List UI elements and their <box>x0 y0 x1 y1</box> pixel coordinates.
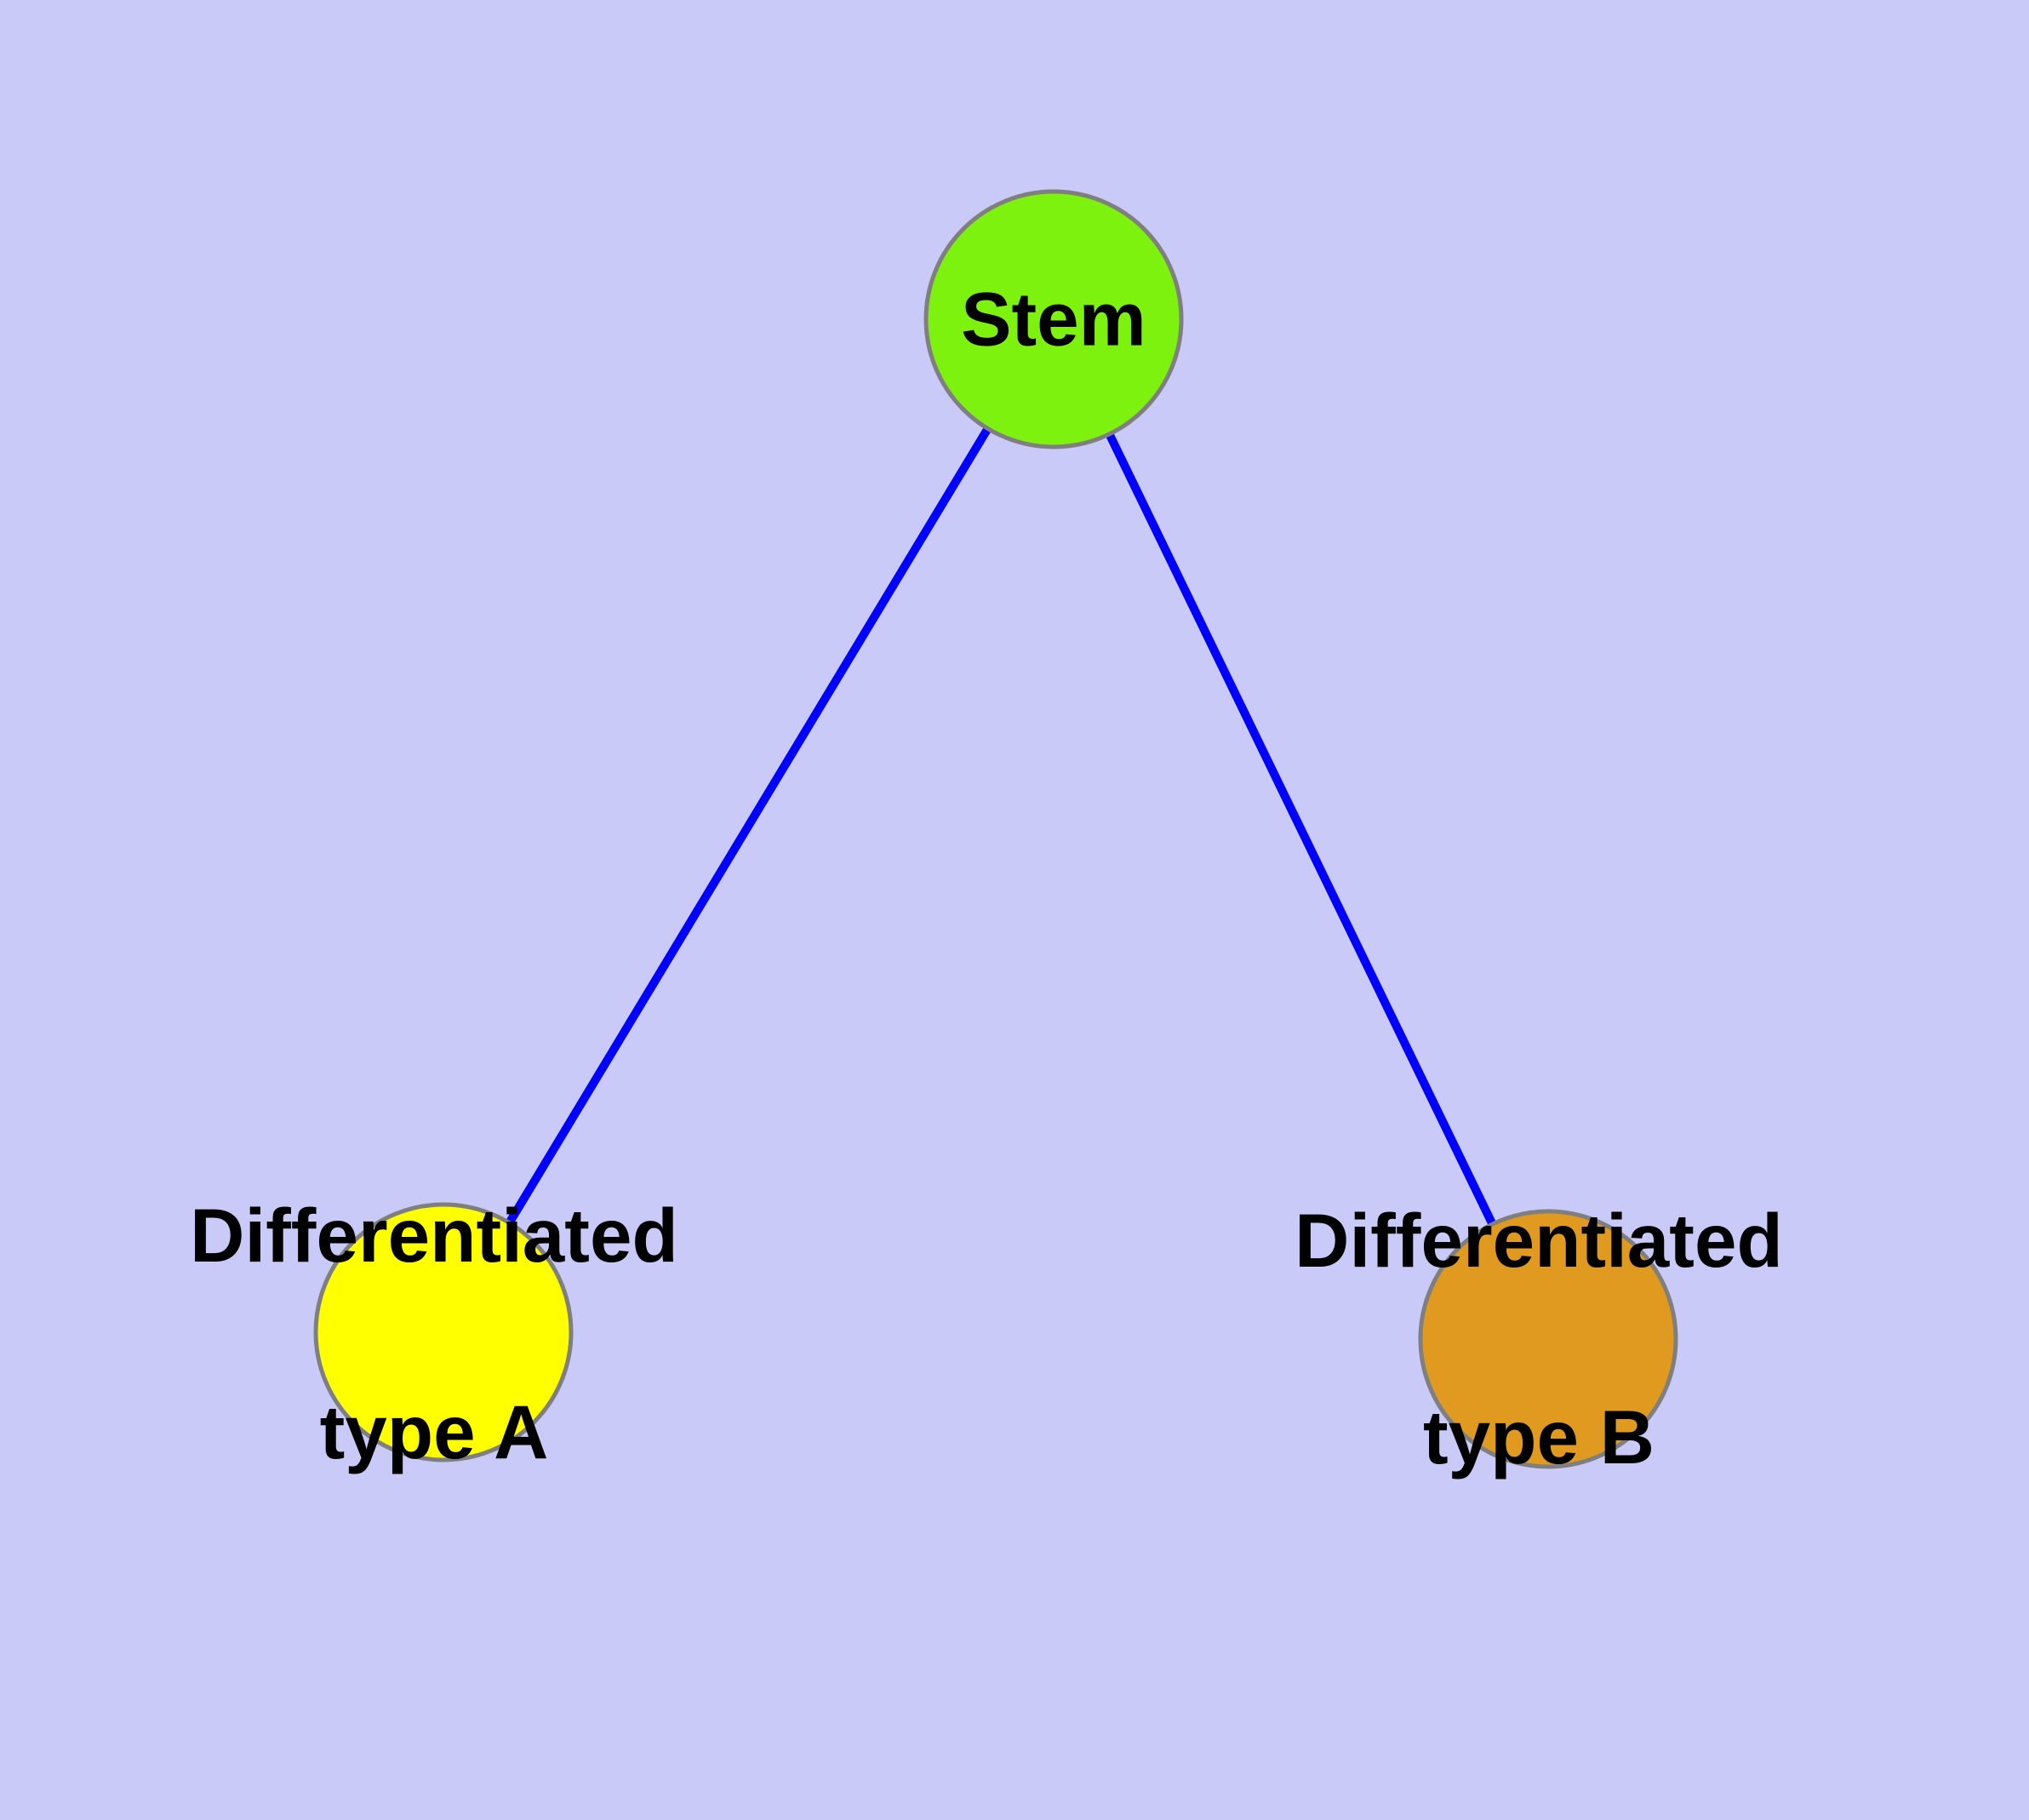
type-a-node-label-line1: Differentiated <box>190 1192 678 1278</box>
edge-stem-to-type-b <box>1049 317 1552 1342</box>
type-b-node-label-line2: type B <box>1423 1394 1655 1479</box>
type-a-node-circle <box>313 1202 574 1462</box>
stem-node-label: Stem <box>671 171 1437 466</box>
edge-group <box>439 317 1552 1342</box>
type-a-node-label-line2: type A <box>319 1388 549 1474</box>
type-b-node-label: Differentiated type B <box>1156 1093 1922 1585</box>
type-b-node-label-line1: Differentiated <box>1295 1197 1783 1283</box>
node-group <box>313 189 1678 1469</box>
edge-stem-to-type-a <box>439 317 1058 1335</box>
type-a-node-label: Differentiated type A <box>51 1088 817 1580</box>
stem-node-circle <box>923 189 1184 449</box>
type-b-node-circle <box>1418 1209 1678 1469</box>
stem-node-label-text: Stem <box>961 276 1146 362</box>
